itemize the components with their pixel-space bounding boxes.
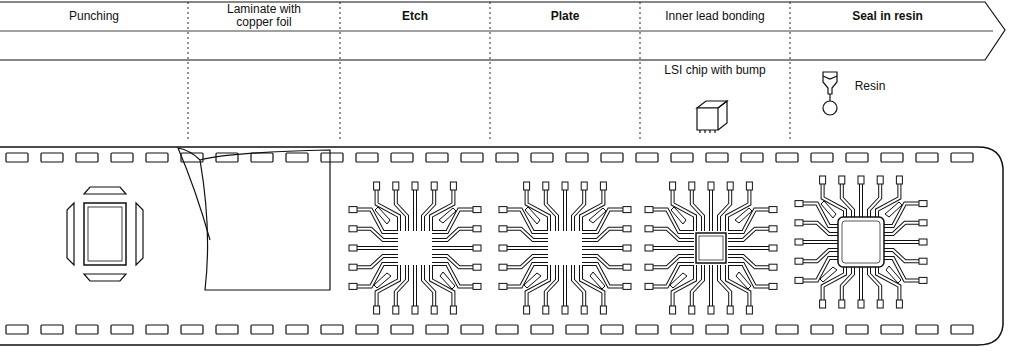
step-label: Inner lead bonding [665, 10, 764, 23]
band-divider [0, 31, 993, 32]
process-step: Inner lead bonding [640, 3, 790, 30]
lead-patterns [349, 176, 927, 314]
process-arrow-band [0, 2, 1005, 60]
punched-frame [67, 187, 143, 281]
film-tape [0, 147, 1003, 345]
process-step: Etch [340, 3, 490, 30]
lsi-chip-icon [697, 101, 727, 133]
process-step: Punching [0, 3, 188, 30]
bonded-chip [696, 233, 726, 263]
sprocket-holes [6, 153, 973, 334]
step-dividers [188, 2, 790, 140]
part-label: LSI chip with bump [645, 64, 785, 77]
process-step: Seal in resin [790, 3, 985, 30]
step-label: Etch [402, 10, 428, 23]
resin-dispenser-icon [823, 72, 837, 115]
copper-foil-sheet [178, 148, 330, 290]
step-label: Seal in resin [852, 10, 923, 23]
part-label: Resin [840, 80, 900, 93]
process-step: Laminate with copper foil [188, 2, 340, 30]
step-label: Punching [69, 10, 119, 23]
step-label: Plate [551, 10, 580, 23]
process-step: Plate [490, 3, 640, 30]
step-label: Laminate with copper foil [212, 3, 317, 29]
resin-seal [838, 217, 884, 267]
